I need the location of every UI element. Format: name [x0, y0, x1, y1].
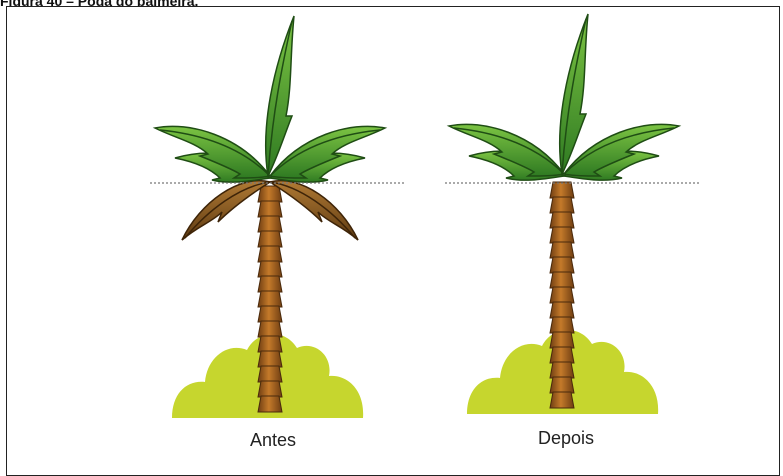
green-fronds-before: [155, 16, 385, 182]
label-after: Depois: [538, 428, 594, 449]
green-fronds-after: [449, 14, 679, 180]
palm-before: [155, 16, 385, 418]
palm-pruning-illustration: [0, 0, 783, 466]
trunk-after: [550, 182, 574, 408]
trunk-before: [258, 186, 282, 412]
label-before: Antes: [250, 430, 296, 451]
palm-after: [449, 14, 679, 414]
